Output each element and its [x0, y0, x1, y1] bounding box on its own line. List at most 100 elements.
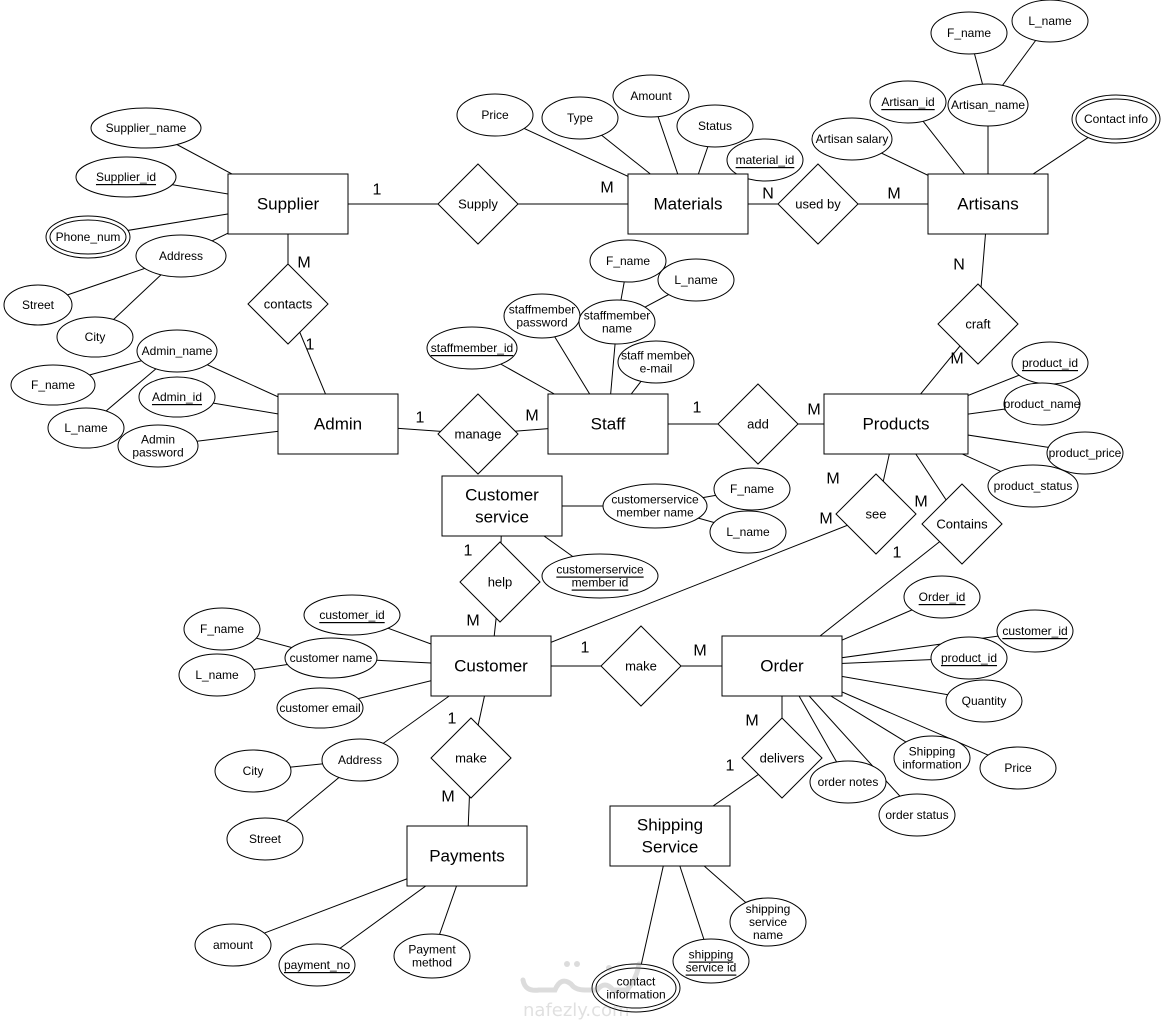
attribute-payment-amount[interactable]: amount [194, 923, 272, 967]
relationship-make-payment[interactable]: make [430, 717, 512, 799]
attribute-customer-city[interactable]: City [214, 749, 292, 793]
attribute-customer-fname[interactable]: F_name [183, 607, 261, 651]
relationship-contacts[interactable]: contacts [247, 263, 329, 345]
connector-see-customer [490, 513, 877, 667]
entity-artisans[interactable]: Artisans [927, 173, 1049, 235]
relationship-add-diamond [717, 383, 799, 465]
attribute-product-status[interactable]: product_status [987, 464, 1079, 508]
attribute-staff-fname[interactable]: F_name [589, 239, 667, 283]
attribute-order-status-label: order status [885, 808, 948, 822]
entity-staff[interactable]: Staff [547, 393, 669, 455]
attribute-supplier-street[interactable]: Street [3, 284, 73, 326]
entity-supplier[interactable]: Supplier [227, 173, 349, 235]
entity-materials[interactable]: Materials [627, 173, 749, 235]
attribute-artisan-lname[interactable]: L_name [1011, 0, 1089, 43]
attribute-artisan-salary-ellipse [811, 117, 893, 161]
relationship-make-order[interactable]: make [600, 625, 682, 707]
attribute-product-id[interactable]: product_id [1011, 341, 1089, 385]
attribute-customer-id[interactable]: customer_id [303, 594, 401, 636]
attribute-product-price[interactable]: product_price [1046, 431, 1124, 475]
relationship-craft-diamond [937, 283, 1019, 365]
attribute-order-customer-id[interactable]: customer_id [996, 609, 1074, 653]
attribute-customer-email[interactable]: customer email [276, 687, 364, 729]
attribute-order-status[interactable]: order status [878, 793, 956, 837]
relationship-manage[interactable]: manage [437, 393, 519, 475]
attribute-supplier-name[interactable]: Supplier_name [90, 107, 202, 149]
attribute-cs-fname[interactable]: F_name [713, 467, 791, 511]
entity-products[interactable]: Products [823, 393, 969, 455]
relationship-supply[interactable]: Supply [437, 163, 519, 245]
attribute-order-id[interactable]: Order_id [903, 575, 981, 619]
attribute-staff-lname[interactable]: L_name [657, 258, 735, 302]
cardinality-order-delivers: M [745, 713, 758, 730]
attribute-customer-name[interactable]: customer name [284, 637, 378, 679]
attribute-customer-email-ellipse [276, 687, 364, 729]
attribute-type-ellipse [541, 96, 619, 140]
entity-order[interactable]: Order [721, 635, 843, 697]
entity-admin[interactable]: Admin [277, 393, 399, 455]
attribute-artisan-name[interactable]: Artisan_name [947, 83, 1029, 127]
relationship-see[interactable]: see [835, 473, 917, 555]
attribute-admin-name[interactable]: Admin_name [136, 329, 218, 373]
entity-customer[interactable]: Customer [430, 635, 552, 697]
entity-payments[interactable]: Payments [406, 825, 528, 887]
attribute-artisan-salary[interactable]: Artisan salary [811, 117, 893, 161]
attribute-contact-info[interactable]: Contact info [1071, 94, 1161, 144]
attribute-price[interactable]: Price [456, 93, 534, 137]
relationship-supply-diamond [437, 163, 519, 245]
attribute-supplier-address[interactable]: Address [135, 234, 227, 278]
attribute-admin-fname[interactable]: F_name [10, 364, 96, 406]
attribute-payment-no[interactable]: payment_no [278, 943, 356, 987]
relationship-add[interactable]: add [717, 383, 799, 465]
attribute-admin-lname[interactable]: L_name [47, 407, 125, 449]
attribute-quantity[interactable]: Quantity [945, 679, 1023, 723]
entity-admin-box [277, 393, 399, 455]
cardinality-customer-make: 1 [581, 640, 590, 657]
attribute-status[interactable]: Status [676, 104, 754, 148]
attribute-material-id[interactable]: material_id [726, 138, 804, 182]
attribute-artisan-id[interactable]: Artisan_id [869, 80, 947, 124]
relationship-contains[interactable]: Contains [921, 483, 1003, 565]
attribute-supplier-city-label: City [85, 330, 106, 344]
attribute-admin-lname-ellipse [47, 407, 125, 449]
attribute-staff-id[interactable]: staffmember_id [426, 326, 518, 370]
attribute-artisan-fname[interactable]: F_name [930, 11, 1008, 55]
attribute-amount[interactable]: Amount [612, 74, 690, 118]
attribute-supplier-id[interactable]: Supplier_id [75, 156, 177, 198]
relationship-help[interactable]: help [459, 541, 541, 623]
attribute-type[interactable]: Type [541, 96, 619, 140]
attribute-supplier-city[interactable]: City [56, 316, 134, 358]
attribute-staff-password-label: password [516, 316, 567, 330]
relationship-delivers[interactable]: delivers [741, 717, 823, 799]
attribute-customer-street-ellipse [226, 817, 304, 861]
relationship-craft[interactable]: craft [937, 283, 1019, 365]
attribute-customer-address[interactable]: Address [321, 738, 399, 782]
attribute-product-name[interactable]: product_name [1003, 382, 1081, 426]
attribute-cs-lname[interactable]: L_name [709, 510, 787, 554]
attribute-cs-fname-ellipse [713, 467, 791, 511]
attribute-shipping-information-label: information [902, 758, 961, 772]
attribute-price-ellipse [456, 93, 534, 137]
attribute-product-status-ellipse [987, 464, 1079, 508]
attribute-customer-lname[interactable]: L_name [178, 653, 256, 697]
attribute-order-notes[interactable]: order notes [809, 760, 887, 804]
attribute-admin-id[interactable]: Admin_id [138, 376, 216, 418]
attribute-phone-num[interactable]: Phone_num [45, 215, 131, 259]
attribute-customer-street[interactable]: Street [226, 817, 304, 861]
attribute-order-product-id[interactable]: product_id [930, 636, 1008, 680]
relationship-used-by[interactable]: used by [777, 163, 859, 245]
attribute-order-price[interactable]: Price [979, 746, 1057, 790]
